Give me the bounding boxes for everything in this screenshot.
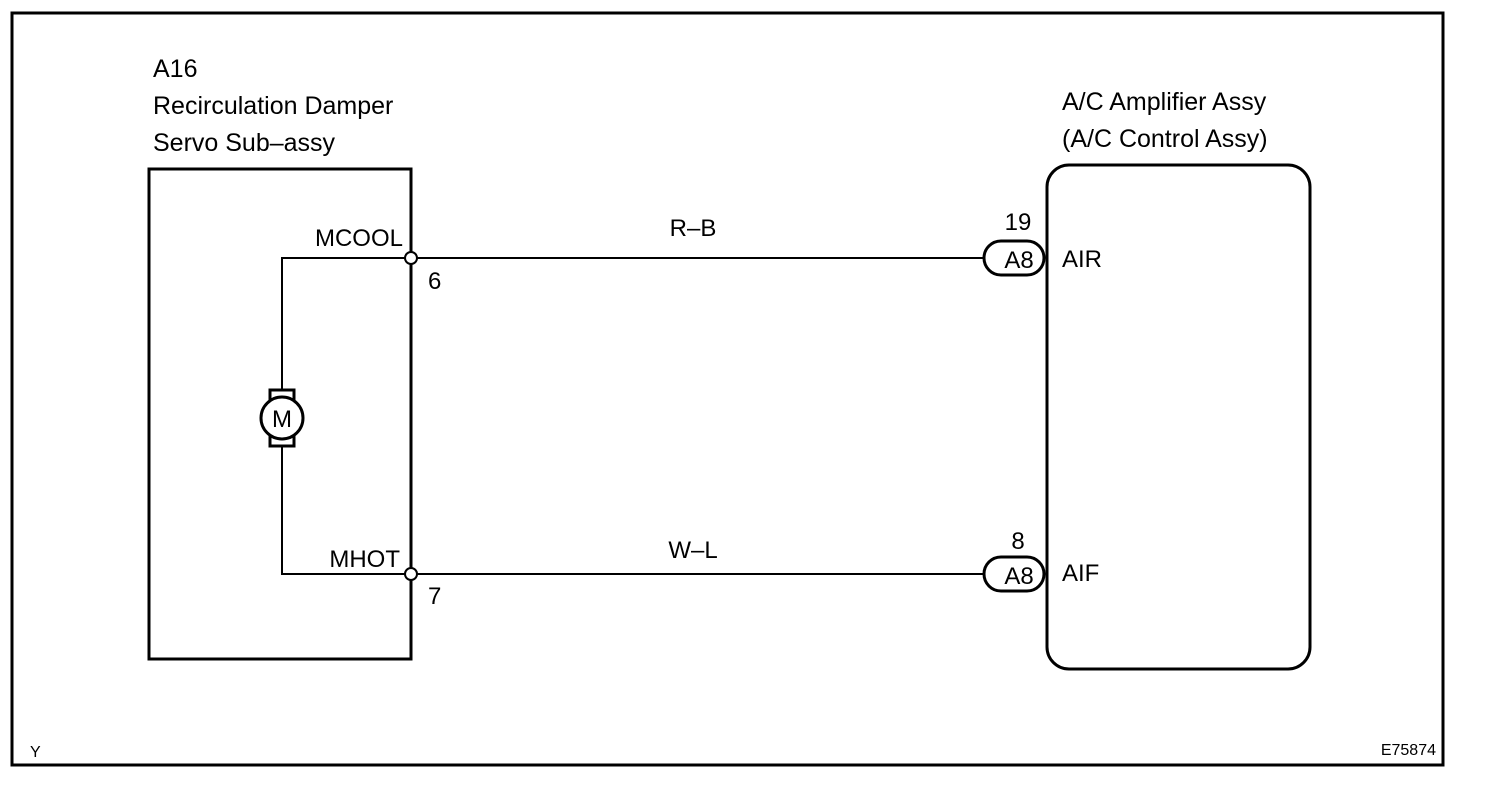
left-component-name-line1: Recirculation Damper	[153, 92, 393, 120]
right-component-box	[1045, 163, 1312, 671]
connector-a8-pin19: A8	[982, 239, 1046, 277]
right-component-name-line2: (A/C Control Assy)	[1062, 125, 1268, 153]
left-component-name-line2: Servo Sub–assy	[153, 129, 336, 157]
connector-label: A8	[1004, 563, 1033, 590]
motor-wire-bottom	[281, 446, 411, 575]
motor-symbol-label: M	[272, 406, 292, 433]
terminal-7	[404, 567, 418, 581]
left-component-box	[147, 167, 413, 661]
connector-label: A8	[1004, 247, 1033, 274]
motor-wire-top	[281, 257, 411, 390]
footer-left-mark: Y	[30, 744, 41, 761]
wire-color-r-b: R–B	[670, 215, 717, 242]
pin-label-mcool: MCOOL	[315, 225, 403, 252]
pin-number-7: 7	[428, 583, 441, 610]
pin-label-aif: AIF	[1062, 560, 1099, 587]
right-component-name-line1: A/C Amplifier Assy	[1062, 88, 1267, 116]
pin-number-6: 6	[428, 268, 441, 295]
pin-label-mhot: MHOT	[329, 546, 400, 573]
terminal-6	[404, 251, 418, 265]
connector-pin-number-8: 8	[1011, 528, 1024, 555]
pin-label-air: AIR	[1062, 246, 1102, 273]
connector-pin-number-19: 19	[1005, 209, 1032, 236]
motor-icon: M	[259, 388, 305, 448]
left-component-code: A16	[153, 55, 197, 83]
wire-color-w-l: W–L	[668, 537, 717, 564]
figure-id: E75874	[1381, 742, 1436, 759]
diagram-frame	[10, 11, 1445, 767]
connector-a8-pin8: A8	[982, 555, 1046, 593]
